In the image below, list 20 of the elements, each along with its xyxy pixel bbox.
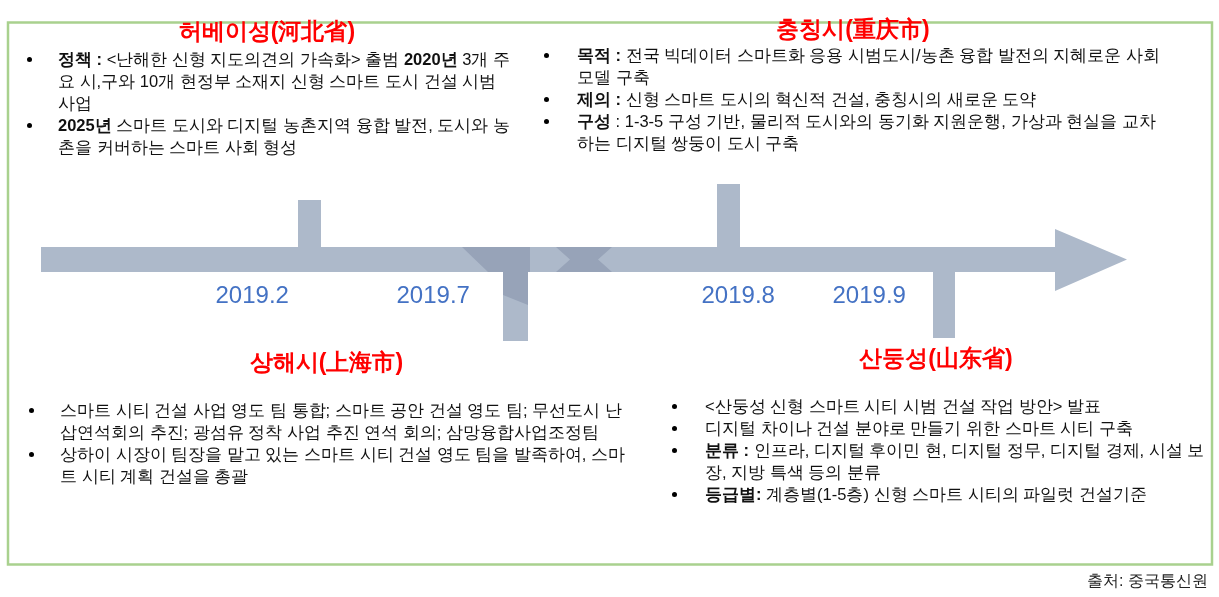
- bullet-text: 목적 : 전국 빅데이터 스마트화 응용 시범도시/농촌 융합 발전의 지혜로운 사회모델 구축: [577, 45, 1161, 88]
- bullet-text: 상하이 시장이 팀장을 맡고 있는 스마트 시티 건설 영도 팀을 발족하여, 스마트 시티 계획 건설을 총괄: [60, 444, 626, 487]
- date-label: 2019.8: [701, 281, 775, 309]
- date-label: 2019.7: [396, 281, 470, 309]
- bullet-text: 2025년 스마트 도시와 디지털 농촌지역 융합 발전, 도시와 농촌을 커버하는 스마트 사회 형성: [58, 115, 511, 158]
- bullet-text: 등급별: 계층별(1-5층) 신형 스마트 시티의 파일럿 건설기준: [705, 484, 1148, 505]
- source-note: 출처: 중국통신원: [1087, 571, 1208, 591]
- bullet-text: 스마트 시티 건설 사업 영도 팀 통합; 스마트 공안 건설 영도 팀; 무선도시 난삽연석회의 추진; 광섬유 정착 사업 추진 연석 회의; 삼망융합사업조정팀: [60, 400, 623, 443]
- bullet-text: 구성 : 1-3-5 구성 기반, 물리적 도시와의 동기화 지원운행, 가상과 현실을 교차하는 디지털 쌍둥이 도시 구축: [577, 111, 1157, 154]
- bullet-text: 디지털 차이나 건설 분야로 만들기 위한 스마트 시티 구축: [705, 418, 1134, 439]
- bullet-text: 제의 : 신형 스마트 도시의 혁신적 건설, 충칭시의 새로운 도약: [577, 89, 1038, 110]
- region-heading: 산둥성(山东省): [859, 344, 1013, 373]
- bullet-text: 분류 : 인프라, 디지털 후이민 현, 디지털 정무, 디지털 경제, 시설 보장, 지방 특색 등의 분류: [705, 440, 1206, 483]
- region-heading: 허베이성(河北省): [178, 17, 356, 46]
- date-label: 2019.2: [215, 281, 289, 309]
- region-heading: 충칭시(重庆市): [776, 15, 930, 44]
- date-label: 2019.9: [832, 281, 906, 309]
- bullet-text: <산둥성 신형 스마트 시티 시범 건설 작업 방안> 발표: [705, 396, 1102, 417]
- region-heading: 상해시(上海市): [249, 348, 404, 377]
- bullet-text: 정책 : <난해한 신형 지도의견의 가속화> 출범 2020년 3개 주요 시,구와 10개 현정부 소재지 신형 스마트 도시 건설 시범사업: [58, 49, 511, 114]
